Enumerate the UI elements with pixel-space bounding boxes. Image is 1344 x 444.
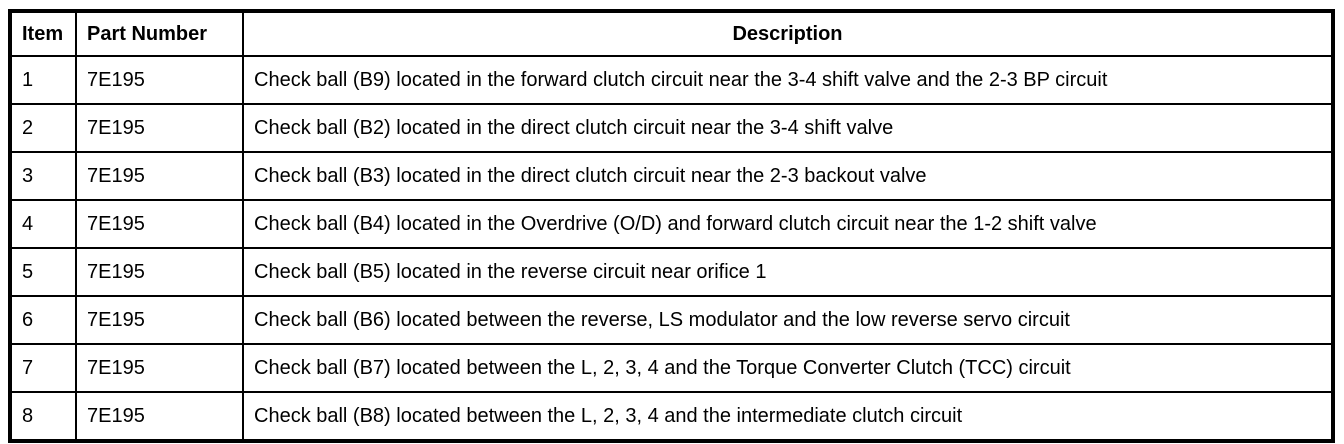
description-cell: Check ball (B8) located between the L, 2… — [242, 391, 1334, 442]
description-cell: Check ball (B9) located in the forward c… — [242, 55, 1334, 105]
item-cell: 4 — [9, 199, 77, 249]
item-cell: 6 — [9, 295, 77, 345]
item-cell: 8 — [9, 391, 77, 442]
column-header-item: Item — [9, 10, 77, 57]
part-number-cell: 7E195 — [75, 391, 244, 442]
parts-table: Item Part Number Description 1 7E195 Che… — [8, 9, 1335, 443]
description-cell: Check ball (B3) located in the direct cl… — [242, 151, 1334, 201]
table-row: 3 7E195 Check ball (B3) located in the d… — [9, 151, 1334, 201]
item-cell: 2 — [9, 103, 77, 153]
part-number-cell: 7E195 — [75, 151, 244, 201]
table-row: 2 7E195 Check ball (B2) located in the d… — [9, 103, 1334, 153]
item-cell: 5 — [9, 247, 77, 297]
item-cell: 1 — [9, 55, 77, 105]
part-number-cell: 7E195 — [75, 55, 244, 105]
part-number-cell: 7E195 — [75, 199, 244, 249]
part-number-cell: 7E195 — [75, 103, 244, 153]
table-row: 5 7E195 Check ball (B5) located in the r… — [9, 247, 1334, 297]
table-row: 6 7E195 Check ball (B6) located between … — [9, 295, 1334, 345]
table-row: 4 7E195 Check ball (B4) located in the O… — [9, 199, 1334, 249]
item-cell: 3 — [9, 151, 77, 201]
table-row: 8 7E195 Check ball (B8) located between … — [9, 391, 1334, 442]
table-row: 1 7E195 Check ball (B9) located in the f… — [9, 55, 1334, 105]
part-number-cell: 7E195 — [75, 295, 244, 345]
column-header-part-number: Part Number — [75, 10, 244, 57]
description-cell: Check ball (B5) located in the reverse c… — [242, 247, 1334, 297]
column-header-description: Description — [242, 10, 1334, 57]
description-cell: Check ball (B4) located in the Overdrive… — [242, 199, 1334, 249]
description-cell: Check ball (B2) located in the direct cl… — [242, 103, 1334, 153]
item-cell: 7 — [9, 343, 77, 393]
part-number-cell: 7E195 — [75, 343, 244, 393]
table-header-row: Item Part Number Description — [9, 10, 1334, 57]
description-cell: Check ball (B6) located between the reve… — [242, 295, 1334, 345]
part-number-cell: 7E195 — [75, 247, 244, 297]
table-row: 7 7E195 Check ball (B7) located between … — [9, 343, 1334, 393]
description-cell: Check ball (B7) located between the L, 2… — [242, 343, 1334, 393]
